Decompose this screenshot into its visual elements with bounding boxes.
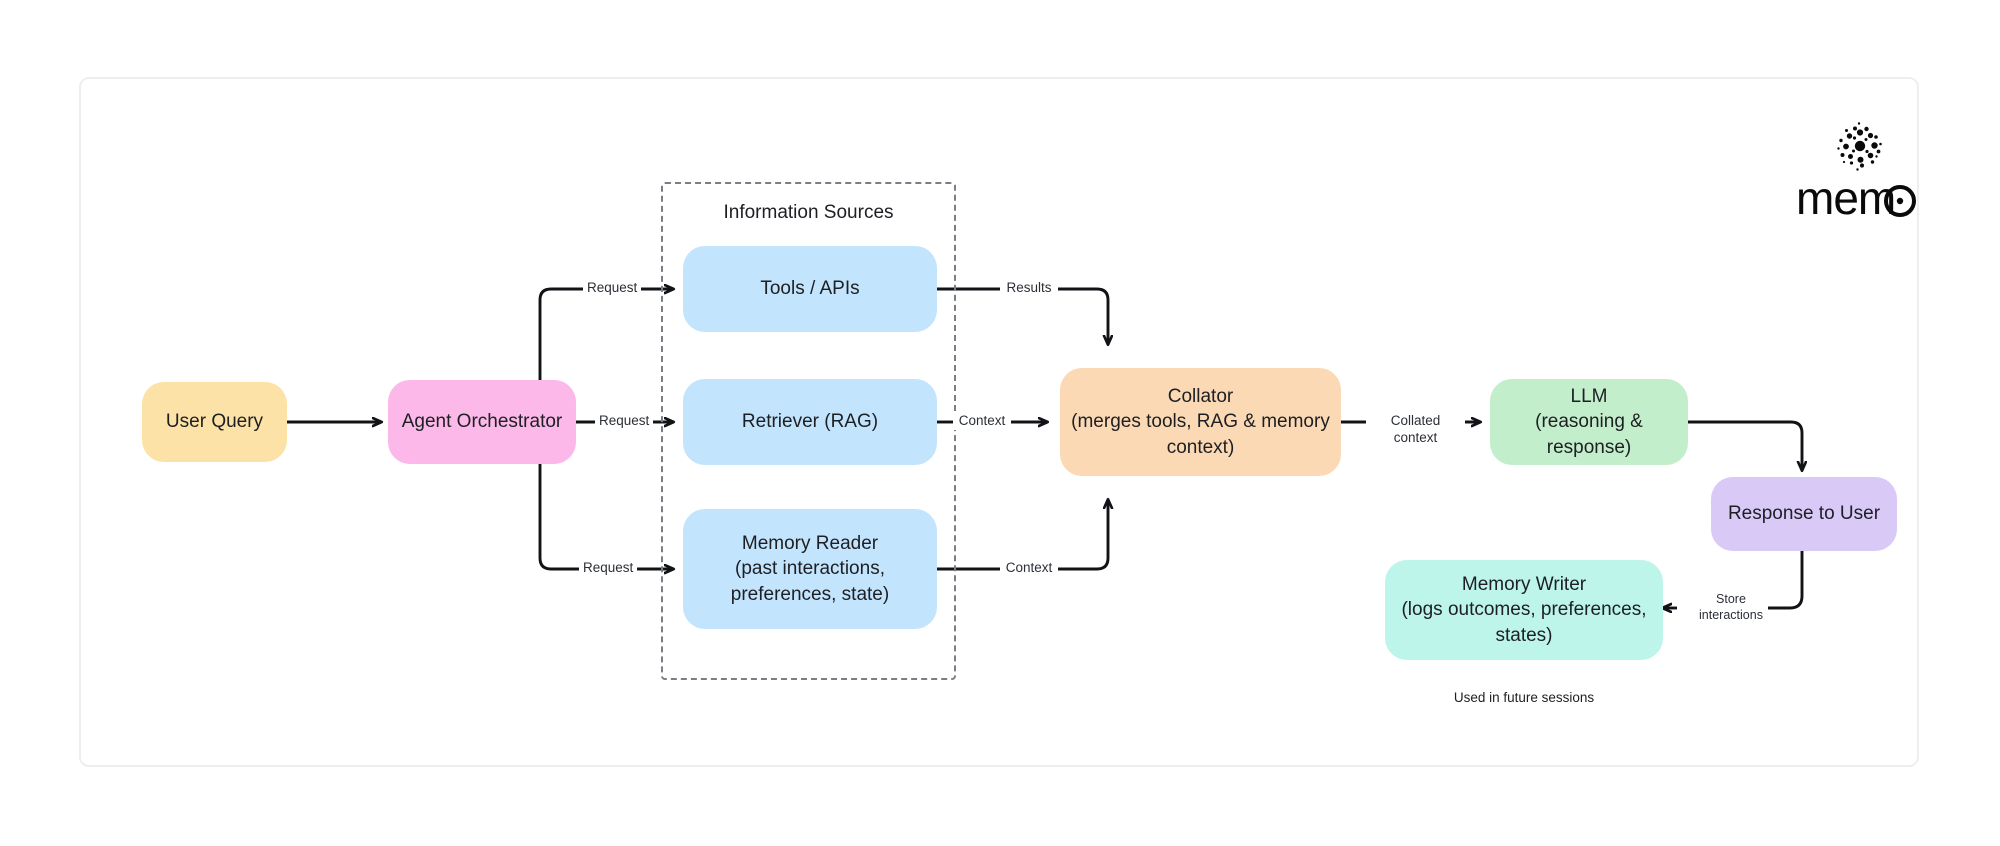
node-user-query[interactable]: User Query	[142, 382, 287, 462]
node-memory-writer-label: Memory Writer	[1461, 574, 1587, 596]
edge-label-context-retriever: Context	[953, 413, 1011, 430]
node-collator[interactable]: Collator (merges tools, RAG & memory con…	[1060, 368, 1341, 476]
node-memory-reader[interactable]: Memory Reader (past interactions, prefer…	[683, 509, 937, 629]
node-agent-orchestrator-label: Agent Orchestrator	[401, 411, 563, 433]
node-tools-apis-label: Tools / APIs	[760, 278, 860, 300]
node-memory-reader-sublabel: (past interactions, preferences, state)	[730, 558, 890, 605]
group-information-sources-label: Information Sources	[723, 202, 894, 223]
edge-label-request-memory-reader: Request	[579, 560, 637, 577]
node-agent-orchestrator[interactable]: Agent Orchestrator	[388, 380, 576, 464]
node-memory-writer[interactable]: Memory Writer (logs outcomes, preference…	[1385, 560, 1663, 660]
svg-text:mem: mem	[1796, 174, 1895, 224]
edge-label-store-interactions: Store interactions	[1694, 592, 1768, 624]
mem0-wordmark-icon: mem	[1796, 172, 1916, 224]
edge-label-request-tools: Request	[583, 280, 641, 297]
edge-label-results: Results	[1000, 280, 1058, 297]
node-user-query-label: User Query	[165, 411, 264, 433]
node-memory-reader-label: Memory Reader	[741, 533, 879, 555]
brand-logo: mem	[1770, 118, 1950, 233]
node-memory-writer-sublabel: (logs outcomes, preferences, states)	[1401, 599, 1647, 646]
node-retriever-rag[interactable]: Retriever (RAG)	[683, 379, 937, 465]
mem0-dots-icon	[1837, 122, 1882, 171]
node-llm[interactable]: LLM (reasoning & response)	[1490, 379, 1688, 465]
edge-label-collated-context: Collated context	[1366, 413, 1465, 447]
node-response-to-user[interactable]: Response to User	[1711, 477, 1897, 551]
node-llm-sublabel: (reasoning & response)	[1535, 411, 1643, 458]
node-retriever-rag-label: Retriever (RAG)	[741, 411, 879, 433]
node-response-to-user-label: Response to User	[1727, 503, 1881, 525]
group-information-sources	[661, 182, 956, 680]
edge-label-context-memory-reader: Context	[1000, 560, 1058, 577]
edge-label-request-retriever: Request	[595, 413, 653, 430]
node-collator-label: Collator	[1167, 386, 1234, 408]
node-collator-sublabel: (merges tools, RAG & memory context)	[1071, 411, 1330, 458]
node-llm-label: LLM	[1570, 386, 1608, 408]
brand-wordmark: mem	[1796, 172, 1924, 233]
node-tools-apis[interactable]: Tools / APIs	[683, 246, 937, 332]
note-used-in-future-sessions: Used in future sessions	[1453, 690, 1595, 705]
